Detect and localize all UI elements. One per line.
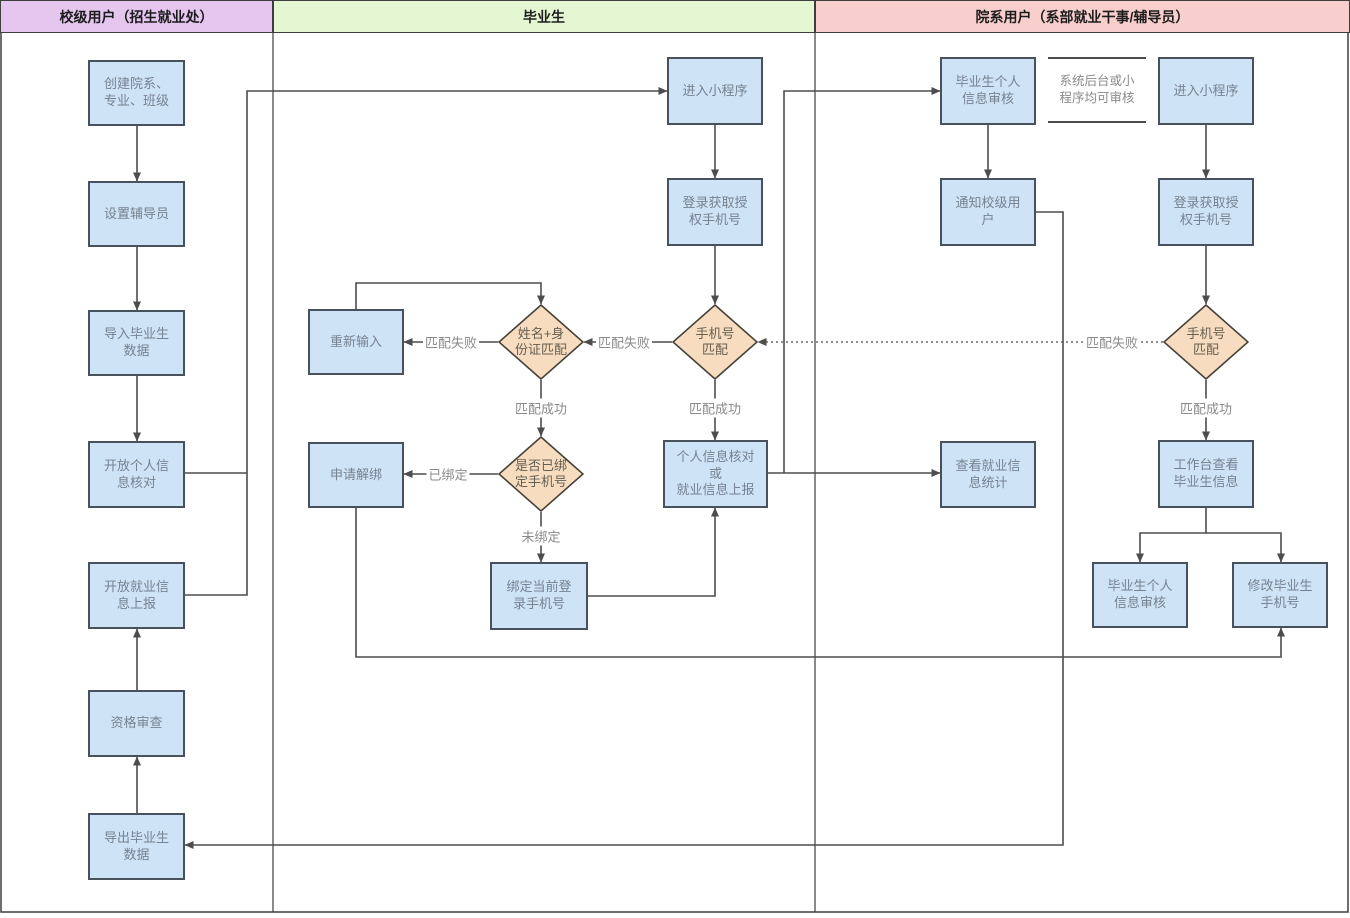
diamond-shape	[498, 436, 584, 512]
lane-header-graduate: 毕业生	[273, 0, 815, 33]
edge-label-match-failed-left: 匹配失败	[422, 332, 480, 352]
node-notify-school-user: 通知校级用 户	[940, 178, 1036, 246]
node-label: 手机号 匹配	[695, 326, 735, 357]
node-open-employment-report: 开放就业信 息上报	[88, 562, 185, 629]
node-view-employment-stats: 查看就业信 息统计	[940, 441, 1036, 508]
flow-edge-26	[1206, 532, 1285, 563]
node-import-graduate-data: 导入毕业生 数据	[88, 310, 185, 376]
node-bind-current-phone: 绑定当前登 录手机号	[490, 562, 588, 630]
node-label: 是否已绑 定手机号	[514, 458, 567, 489]
node-re-enter: 重新输入	[308, 309, 404, 375]
node-enter-miniprogram: 进入小程序	[667, 57, 763, 125]
node-qualification-review: 资格审查	[88, 690, 185, 757]
flow-edge-16	[588, 507, 719, 597]
node-apply-unbind: 申请解绑	[308, 442, 404, 508]
edge-label-match-failed-dept: 匹配失败	[1083, 332, 1141, 352]
node-set-counselor: 设置辅导员	[88, 181, 185, 247]
node-is-phone-bound: 是否已绑 定手机号	[498, 436, 584, 512]
edge-label-match-success-dept: 匹配成功	[1177, 398, 1235, 418]
flow-edge-6	[185, 87, 668, 596]
node-modify-graduate-phone: 修改毕业生 手机号	[1232, 562, 1328, 628]
flow-edge-27	[184, 211, 1064, 849]
node-label: 手机号 匹配	[1186, 326, 1226, 357]
diamond-shape	[1163, 304, 1249, 380]
edge-label-match-failed-mid: 匹配失败	[595, 332, 653, 352]
node-personal-info-check-or-report: 个人信息核对 或 就业信息上报	[663, 440, 768, 508]
node-export-graduate-data: 导出毕业生 数据	[88, 813, 185, 880]
lane-header-school-user: 校级用户（招生就业处）	[0, 0, 273, 33]
node-login-get-auth-phone-dept: 登录获取授 权手机号	[1158, 178, 1254, 246]
edge-label-match-success-left: 匹配成功	[512, 398, 570, 418]
flow-edge-12	[355, 282, 545, 309]
node-workbench-view-graduate-info: 工作台查看 毕业生信息	[1158, 440, 1254, 508]
edge-label-match-success-mid: 匹配成功	[686, 398, 744, 418]
node-create-departments: 创建院系、 专业、班级	[88, 60, 185, 126]
annotation-review-note: 系统后台或小 程序均可审核	[1048, 57, 1146, 123]
lane-header-department-user: 院系用户（系部就业干事/辅导员）	[815, 0, 1350, 33]
node-phone-match-dept: 手机号 匹配	[1163, 304, 1249, 380]
node-graduate-info-review-2: 毕业生个人 信息审核	[1092, 562, 1188, 628]
edge-label-not-bound: 未绑定	[519, 526, 563, 546]
node-login-get-auth-phone: 登录获取授 权手机号	[667, 178, 763, 246]
node-open-personal-info-check: 开放个人信 息核对	[88, 441, 185, 508]
node-graduate-info-review: 毕业生个人 信息审核	[940, 57, 1036, 125]
node-enter-miniprogram-dept: 进入小程序	[1158, 57, 1254, 125]
node-name-id-match: 姓名+身 份证匹配	[498, 304, 584, 380]
flow-edge-19	[783, 87, 941, 473]
node-label: 姓名+身 份证匹配	[514, 326, 567, 357]
flow-edge-17	[355, 508, 1285, 658]
diamond-shape	[498, 304, 584, 380]
node-phone-match: 手机号 匹配	[672, 304, 758, 380]
flow-edge-25	[1136, 508, 1207, 563]
diamond-shape	[672, 304, 758, 380]
edge-label-already-bound: 已绑定	[426, 464, 470, 484]
